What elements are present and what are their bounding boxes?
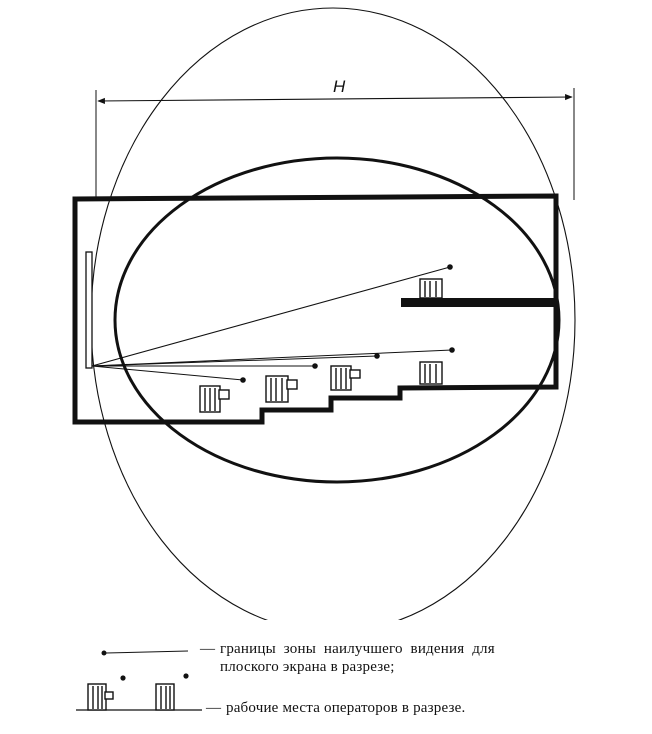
operator-workplace — [419, 361, 443, 385]
room-walls — [72, 193, 559, 425]
operator-workplace — [265, 375, 298, 403]
eye-points — [240, 264, 455, 383]
sight-lines — [91, 266, 453, 381]
dimension-h-label: H — [333, 77, 346, 96]
operator-workplace-symbol — [76, 673, 202, 711]
dimension-h: H — [95, 77, 575, 200]
legend-sight-line-text-1: границы зоны наилучшего видения для — [220, 641, 495, 657]
zone-circle-outer — [90, 7, 576, 620]
upper-platform — [401, 298, 556, 307]
legend-sight-line-text-2: плоского экрана в разрезе; — [220, 659, 395, 675]
legend-dash: — — [200, 641, 216, 657]
control-room-section-diagram: H — [72, 7, 576, 620]
operator-workplace — [330, 365, 361, 391]
flat-screen — [85, 251, 93, 369]
operator-workplace — [199, 385, 230, 413]
sight-line-symbol — [101, 650, 189, 656]
operator-workplace — [419, 278, 443, 299]
legend-operator-workplace-text: рабочие места операторов в разрезе. — [226, 700, 466, 716]
legend-dash: — — [206, 700, 222, 716]
zone-circle-inner — [113, 156, 561, 484]
